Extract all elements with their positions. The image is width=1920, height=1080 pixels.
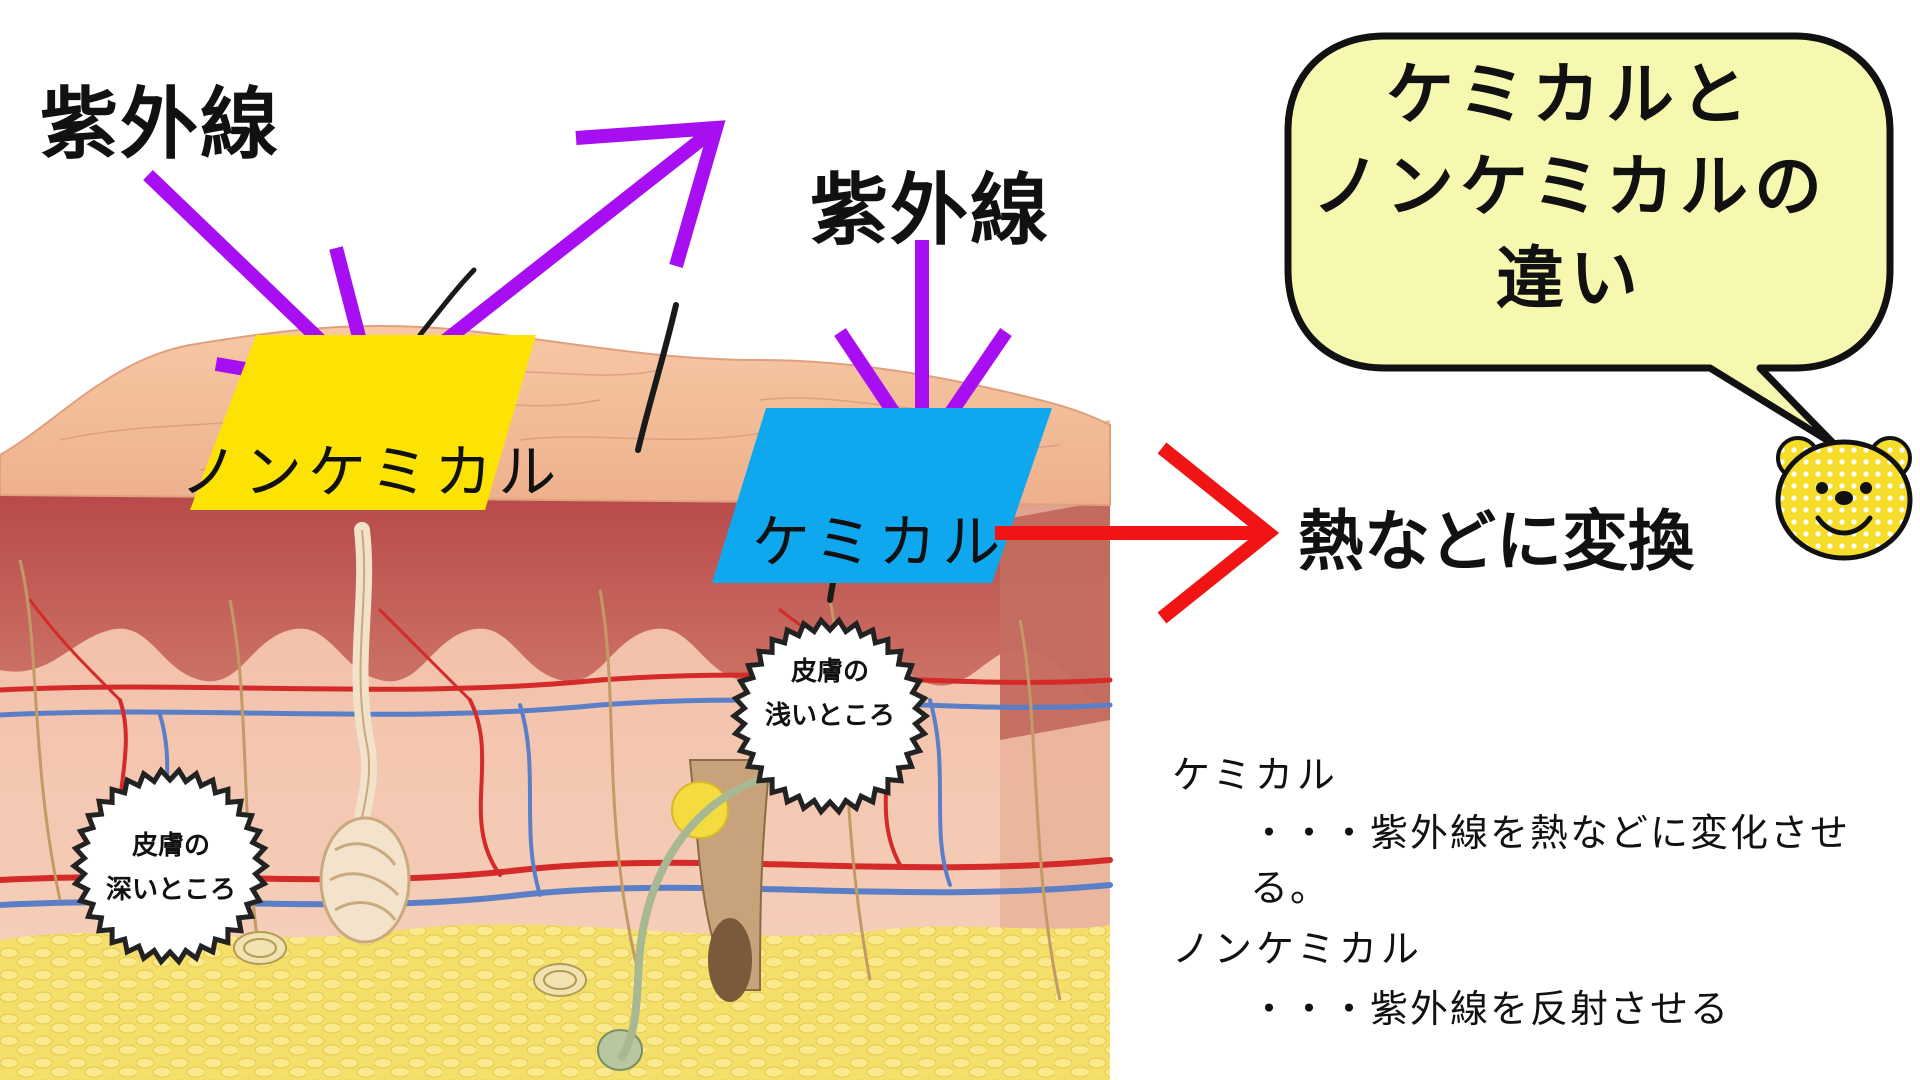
uv-label-right: 紫外線: [810, 166, 1051, 256]
shallow-callout-text: 皮膚の 浅いところ: [745, 650, 915, 738]
shallow-callout-line-2: 浅いところ: [764, 701, 895, 731]
deep-skin-callout: [69, 766, 271, 966]
callout-burst-shape: [69, 766, 271, 966]
shallow-callout-line-1: 皮膚の: [790, 657, 869, 687]
bubble-line-2: ノンケミカルの: [1312, 148, 1828, 227]
speech-bubble-text: ケミカルと ノンケミカルの 違い: [1300, 50, 1840, 326]
chemical-box: [712, 408, 1052, 583]
nonchemical-term: ノンケミカル: [1172, 927, 1423, 971]
heat-conversion-arrow: [995, 442, 1280, 624]
lymph-vessel: [616, 776, 762, 1063]
chemical-box-label: ケミカル: [752, 508, 1007, 576]
chemical-term: ケミカル: [1172, 753, 1339, 797]
speech-bubble: [1284, 32, 1894, 449]
heat-conversion-label: 熱などに変換: [1298, 503, 1694, 580]
callout-burst-shape: [729, 616, 931, 816]
hair-follicle: [671, 759, 772, 1002]
bubble-line-3: 違い: [1495, 240, 1644, 319]
nonchemical-box-label: ノンケミカル: [180, 438, 563, 506]
nonchemical-description: ・・・紫外線を反射させる: [1250, 987, 1731, 1031]
nonchemical-box: [190, 335, 536, 510]
deep-callout-text: 皮膚の 深いところ: [86, 824, 256, 912]
subcutaneous-fat-layer: [0, 924, 1110, 1080]
bear-mascot: [1775, 436, 1913, 561]
bubble-line-1: ケミカルと: [1386, 56, 1754, 135]
chemical-description: ・・・紫外線を熱などに変化させる。: [1250, 811, 1851, 910]
uv-label-left: 紫外線: [40, 80, 281, 170]
deep-callout-line-1: 皮膚の: [131, 831, 210, 861]
deep-callout-line-2: 深いところ: [105, 875, 236, 905]
shallow-skin-callout: [729, 616, 931, 816]
sweat-gland: [319, 522, 411, 944]
pacinian-corpuscles: [233, 931, 643, 1071]
